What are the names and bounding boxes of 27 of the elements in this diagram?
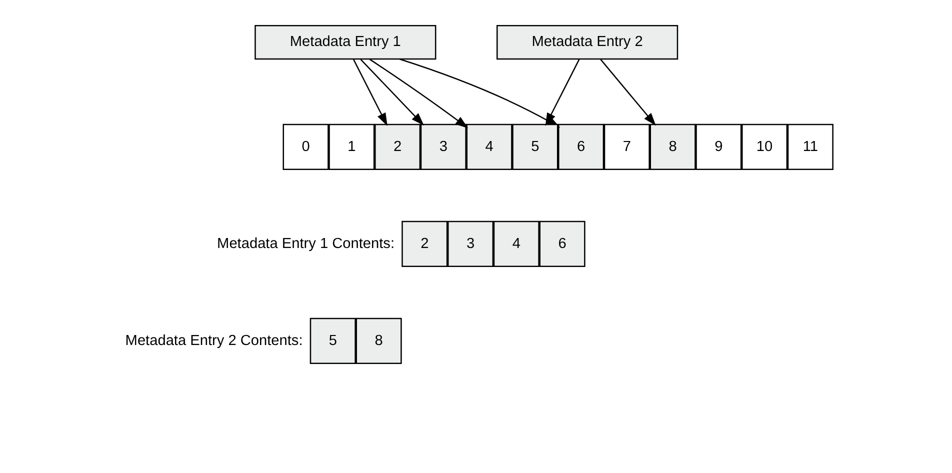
arrow xyxy=(360,59,424,126)
arrow xyxy=(369,58,468,128)
arrow xyxy=(353,59,388,126)
node-box: 3 xyxy=(447,220,494,267)
node-box: 9 xyxy=(696,124,742,170)
node-box: 6 xyxy=(558,124,604,170)
node-box: 7 xyxy=(604,124,650,170)
node-box: 5 xyxy=(512,124,558,170)
node-box: 6 xyxy=(539,220,586,267)
node-box: 11 xyxy=(787,124,834,170)
label: Metadata Entry 1 Contents: xyxy=(217,236,395,252)
node-box: 8 xyxy=(356,318,402,364)
arrow xyxy=(600,59,656,126)
node-box: 8 xyxy=(650,124,696,170)
node-box: Metadata Entry 1 xyxy=(254,25,436,60)
node-box: 4 xyxy=(466,124,512,170)
node-box: 5 xyxy=(310,318,356,364)
arrow xyxy=(545,59,580,126)
node-box: 3 xyxy=(420,124,466,170)
node-box: 0 xyxy=(282,124,329,170)
node-box: 1 xyxy=(328,124,375,170)
label: Metadata Entry 2 Contents: xyxy=(125,332,303,349)
node-box: 2 xyxy=(402,220,448,267)
node-box: 4 xyxy=(493,220,540,267)
node-box: Metadata Entry 2 xyxy=(496,25,678,60)
node-box: 10 xyxy=(742,124,788,170)
node-box: 2 xyxy=(374,124,421,170)
